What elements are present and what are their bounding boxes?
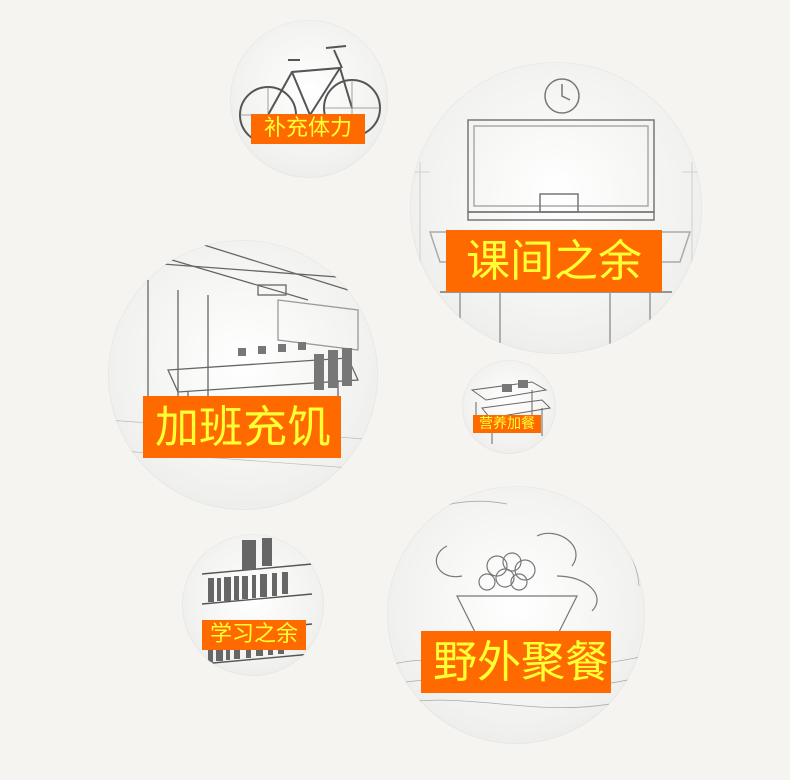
label-library: 学习之余 (202, 620, 306, 650)
circle-office (108, 240, 378, 510)
circle-library (182, 534, 324, 676)
bookshelf-icon (201, 538, 313, 665)
label-bicycle: 补充体力 (251, 114, 365, 144)
desks-icon (470, 380, 552, 444)
fruit-basket-icon (387, 500, 645, 709)
circle-bicycle (230, 20, 388, 178)
classroom-icon (410, 78, 702, 354)
label-office: 加班充饥 (143, 396, 341, 458)
label-picnic: 野外聚餐 (421, 631, 611, 693)
bicycle-icon (239, 45, 381, 144)
label-desks: 营养加餐 (473, 415, 541, 433)
circle-desks (462, 360, 556, 454)
label-classroom: 课间之余 (446, 230, 662, 292)
office-icon (108, 240, 378, 471)
circle-classroom (410, 62, 702, 354)
circle-picnic (387, 486, 645, 744)
